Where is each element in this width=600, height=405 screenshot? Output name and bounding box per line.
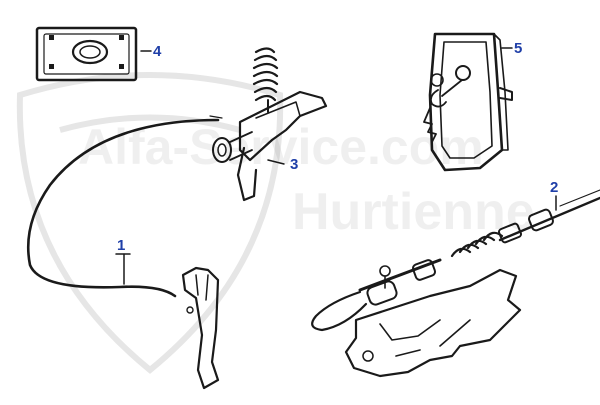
watermark-line-2: Hurtienne [292,183,535,241]
part-1-cable-and-handle [26,115,223,390]
callout-3: 3 [290,156,299,173]
part-2-catch-and-cable [311,189,600,378]
callout-5: 5 [514,40,523,57]
watermark-line-1: Alfa-Service.com [78,119,484,175]
part-4-mounting-plate [35,26,138,82]
callout-1: 1 [117,237,126,254]
callout-4: 4 [153,43,162,60]
callout-2: 2 [550,179,559,196]
part-5-lock-with-keys [423,32,513,172]
part-3-spring-bracket [212,47,328,202]
watermark-shield [16,72,284,374]
